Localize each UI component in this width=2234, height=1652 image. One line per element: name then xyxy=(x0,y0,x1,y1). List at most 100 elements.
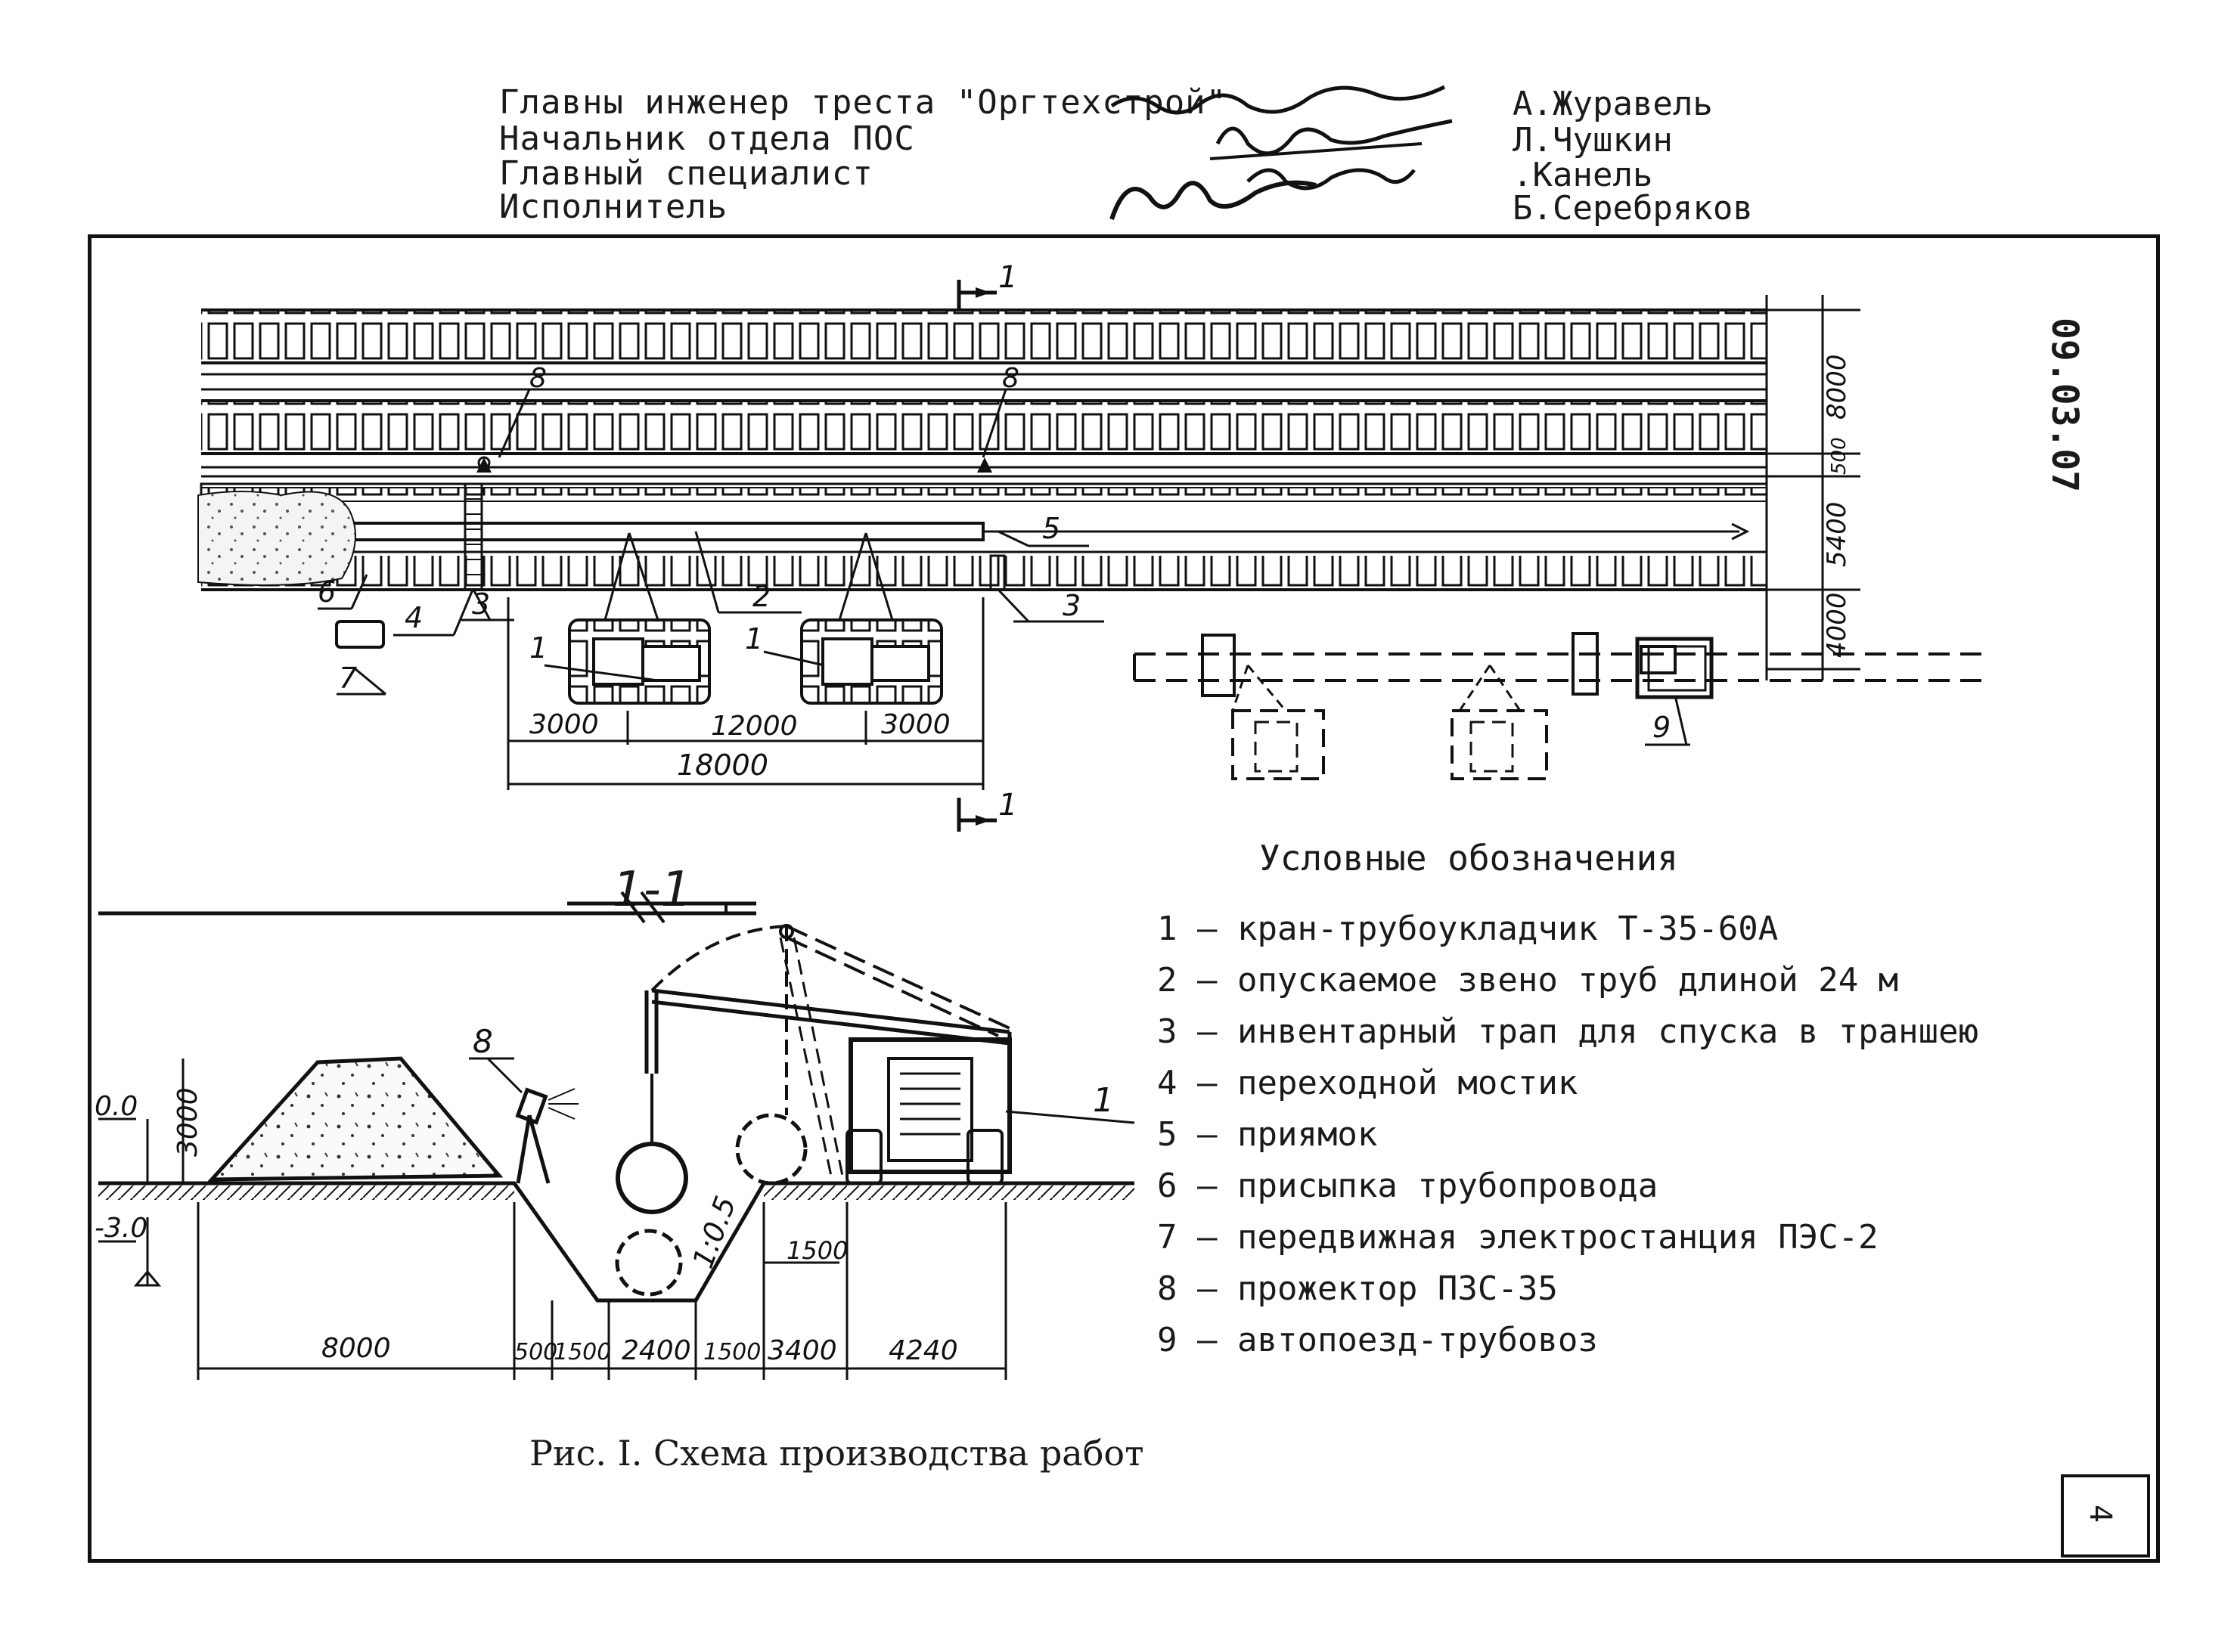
header-name-3: .Канель xyxy=(1513,156,1653,194)
page-number-box xyxy=(2061,1474,2150,1557)
plan-dim-chain-right: 8000 500 5400 4000 xyxy=(1765,295,1860,680)
plan-crane-2 xyxy=(800,532,943,705)
section-dim-8000: 8000 xyxy=(321,1333,391,1364)
plan-callouts: 8 8 1 1 2 3 3 4 5 6 7 9 xyxy=(318,363,1690,746)
plan-dim-8000: 8000 xyxy=(1822,354,1852,420)
plan-callout-2: 2 xyxy=(752,580,771,613)
legend-item-number: 1 xyxy=(1157,910,1178,948)
plan-view: 1 1 8000 500 5400 4000 3000 12000 3000 1… xyxy=(197,260,1981,832)
plan-strip-bottom xyxy=(201,556,1767,591)
plan-dim-5400: 5400 xyxy=(1822,501,1852,567)
section-level-top: 0.0 xyxy=(95,1091,138,1122)
plan-dim-500: 500 xyxy=(1828,437,1851,475)
plan-strip-top xyxy=(201,308,1767,364)
drawing-frame xyxy=(88,234,2160,1563)
spoil-heap xyxy=(207,1056,504,1182)
header-position-2: Начальник отдела ПОС xyxy=(499,119,915,158)
plan-callout-3-left: 3 xyxy=(472,587,490,621)
legend-item-number: 4 xyxy=(1157,1064,1178,1102)
handwritten-signatures xyxy=(1109,85,1453,220)
plan-callout-4: 4 xyxy=(405,601,423,634)
section-mark-bottom: 1 xyxy=(957,788,1017,832)
plan-callout-9: 9 xyxy=(1652,711,1671,744)
plan-dim-12000: 12000 xyxy=(711,711,798,742)
legend-item-text: приямок xyxy=(1236,1115,1378,1154)
figure-caption: Рис. I. Схема производства работ xyxy=(529,1433,1144,1474)
legend-item-number: 6 xyxy=(1157,1167,1178,1205)
plan-dim-chain-bottom: 3000 12000 3000 18000 xyxy=(507,597,985,790)
section-crane: 1 xyxy=(644,924,1135,1185)
section-pipe-suspended xyxy=(616,1142,688,1214)
legend-item-text: прожектор ПЗС-35 xyxy=(1236,1269,1558,1308)
legend-item-number: 8 xyxy=(1157,1269,1178,1308)
header-name-2: Л.Чушкин xyxy=(1513,121,1673,160)
legend-item-text: автопоезд-трубовоз xyxy=(1236,1321,1598,1359)
plan-strip-middle xyxy=(201,399,1767,455)
legend-item: 6 – присыпка трубопровода xyxy=(1157,1167,1658,1205)
pipe-backfill xyxy=(197,491,356,586)
legend-item-text: кран-трубоукладчик Т-35-60А xyxy=(1236,910,1779,948)
section-callout-8: 8 xyxy=(473,1023,493,1060)
legend-item-number: 5 xyxy=(1157,1115,1178,1154)
legend-item: 4 – переходной мостик xyxy=(1157,1064,1578,1102)
header-name-4: Б.Серебряков xyxy=(1513,189,1753,228)
plan-callout-7: 7 xyxy=(339,662,357,695)
section-mark-bottom-label: 1 xyxy=(998,788,1017,823)
section-mark-top-label: 1 xyxy=(998,260,1017,295)
plan-callout-8-left: 8 xyxy=(529,363,547,394)
ground-line xyxy=(98,1181,1134,1303)
legend-item: 2 – опускаемое звено труб длиной 24 м xyxy=(1157,961,1899,1000)
plan-callout-8-right: 8 xyxy=(1002,363,1019,394)
legend-item-text: присыпка трубопровода xyxy=(1236,1167,1658,1205)
legend-item: 3 – инвентарный трап для спуска в транше… xyxy=(1157,1012,1979,1051)
plan-power-station xyxy=(335,620,385,649)
legend-item: 8 – прожектор ПЗС-35 xyxy=(1157,1269,1558,1308)
header-position-1: Главны инженер треста "Оргтехстрой" xyxy=(499,83,1227,122)
header-position-3: Главный специалист xyxy=(499,154,873,193)
plan-floodlights xyxy=(476,456,992,473)
section-floodlight: 8 xyxy=(469,1023,579,1184)
plan-dim-3000-left: 3000 xyxy=(529,709,599,740)
legend-title: Условные обозначения xyxy=(1259,838,1678,879)
section-levels: 0.0 -3.0 3000 xyxy=(95,1058,203,1287)
section-pipe-lowered xyxy=(615,1229,683,1297)
header-name-1: А.Журавель xyxy=(1513,85,1713,123)
section-dim-3400: 3400 xyxy=(768,1335,837,1366)
section-height-dim: 3000 xyxy=(172,1087,203,1157)
legend-item-number: 2 xyxy=(1157,961,1178,1000)
section-pipe-suspended-2 xyxy=(735,1113,808,1186)
plan-callout-6: 6 xyxy=(318,575,336,609)
legend-item-number: 7 xyxy=(1157,1218,1178,1257)
legend-item: 1 – кран-трубоукладчик Т-35-60А xyxy=(1157,910,1779,948)
legend-item-text: опускаемое звено труб длиной 24 м xyxy=(1236,961,1899,1000)
plan-dim-4000: 4000 xyxy=(1822,592,1852,658)
legend-item-text: инвентарный трап для спуска в траншею xyxy=(1236,1012,1979,1051)
legend-item-number: 9 xyxy=(1157,1321,1178,1359)
section-dim-chain-bottom: 8000 500 1500 2400 1500 3400 4240 xyxy=(197,1202,1007,1380)
plan-callout-3-right: 3 xyxy=(1063,589,1081,622)
section-level-bottom: -3.0 xyxy=(95,1213,147,1244)
legend-item: 5 – приямок xyxy=(1157,1115,1378,1154)
legend-item-number: 3 xyxy=(1157,1012,1178,1051)
legend-item-text: передвижная электростанция ПЭС-2 xyxy=(1236,1218,1879,1257)
section-dim-1500-mid: 1500 xyxy=(703,1339,761,1365)
legend-item-text: переходной мостик xyxy=(1236,1064,1578,1102)
section-dim-1500-left: 1500 xyxy=(554,1339,611,1365)
section-dim-500: 500 xyxy=(514,1339,557,1365)
section-dim-2400: 2400 xyxy=(622,1335,691,1366)
plan-dim-3000-right: 3000 xyxy=(881,709,951,740)
plan-crane-1 xyxy=(568,532,711,705)
section-mark-top: 1 xyxy=(957,260,1017,310)
legend-list: 1 – кран-трубоукладчик Т-35-60А 2 – опус… xyxy=(1157,903,1978,1366)
legend-item: 9 – автопоезд-трубовоз xyxy=(1157,1321,1598,1359)
plan-callout-5: 5 xyxy=(1042,512,1060,545)
section-dim-1500-right: 1500 xyxy=(787,1236,848,1265)
plan-dim-18000: 18000 xyxy=(677,749,768,782)
header-position-4: Исполнитель xyxy=(499,188,728,226)
plan-callout-1-right: 1 xyxy=(745,622,763,656)
section-dim-4240: 4240 xyxy=(889,1335,958,1366)
section-callout-1: 1 xyxy=(1093,1081,1114,1120)
plan-callout-1-left: 1 xyxy=(529,631,548,665)
legend-item: 7 – передвижная электростанция ПЭС-2 xyxy=(1157,1218,1879,1257)
